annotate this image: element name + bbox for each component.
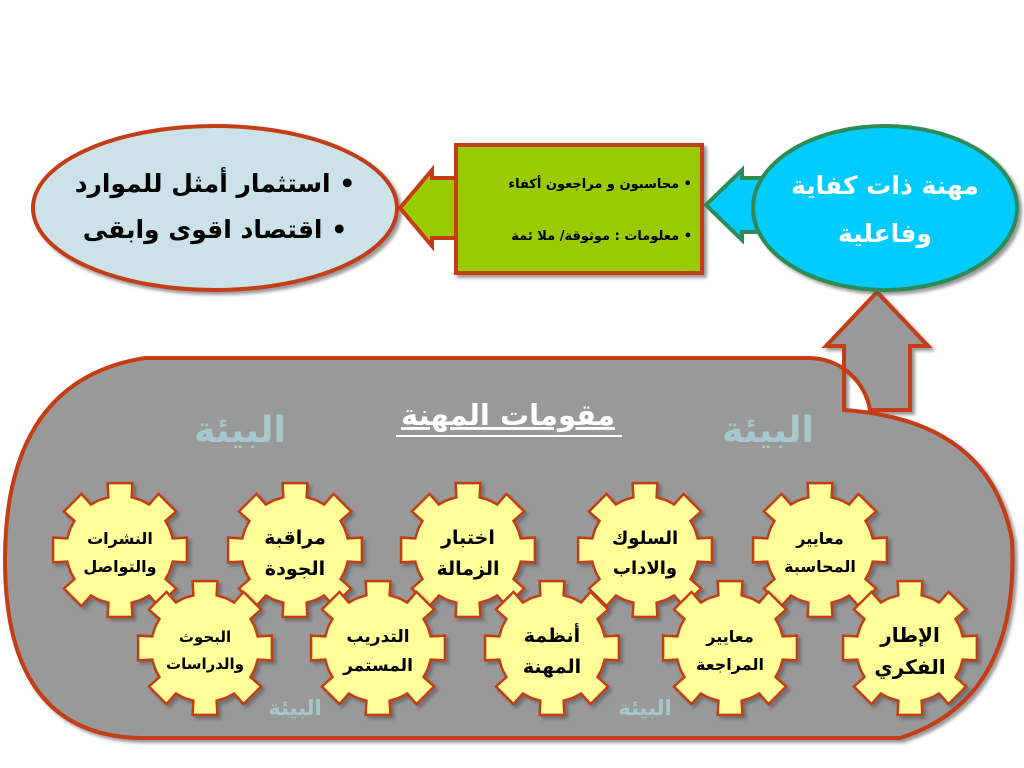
gear-label-line-2: المحاسبة: [784, 557, 856, 576]
profession-line-1: مهنة ذات كفاية: [791, 171, 979, 201]
benefits-ellipse: [31, 124, 399, 292]
gear-research-studies: البحوث والدراسات: [136, 579, 274, 717]
profession-line-2: وفاعلية: [838, 219, 932, 249]
gear-label-line-2: والتواصل: [83, 557, 156, 576]
gear-label-line-2: والدراسات: [166, 655, 244, 673]
gear-label-line-2: المستمر: [342, 656, 413, 676]
gear-label-line-1: البحوث: [179, 628, 231, 646]
gear-profession-regulations: أنظمة المهنة: [483, 579, 621, 717]
gear-quality-control: مراقبة الجودة: [226, 481, 364, 619]
benefits-line-2: • اقتصاد اقوى وابقى: [83, 215, 347, 245]
outcomes-line-2: • معلومات : موثوقة/ ملا ئمة: [511, 229, 692, 244]
gear-label-line-2: المهنة: [523, 656, 581, 678]
gear-auditing-standards: معايير المراجعة: [661, 579, 799, 717]
benefits-line-1: • استثمار أمثل للموارد: [75, 167, 356, 199]
gear-label-line-1: التدريب: [346, 627, 409, 647]
environment-label-bottom-right: البيئة: [618, 696, 672, 720]
gear-center: [864, 602, 956, 694]
profession-ellipse: [751, 124, 1019, 292]
outcomes-box: [454, 143, 704, 275]
gear-label-line-2: الجودة: [265, 558, 325, 580]
gear-fellowship-exam: اختبار الزمالة: [399, 481, 537, 619]
gear-center: [684, 602, 776, 694]
gear-center: [599, 504, 691, 596]
gear-center: [774, 504, 866, 596]
gear-label-line-2: الزمالة: [436, 558, 499, 580]
arrow-box-to-benefits: [397, 164, 460, 252]
gear-conceptual-framework: الإطار الفكري: [841, 579, 979, 717]
pillars-title: مقومات المهنة: [401, 398, 615, 432]
gear-label-line-1: معايير: [705, 627, 753, 646]
gear-continuous-training: التدريب المستمر: [309, 579, 447, 717]
gear-label-line-1: السلوك: [612, 528, 678, 549]
gear-center: [74, 504, 166, 596]
gear-label-line-2: والاداب: [613, 558, 677, 579]
gear-label-line-2: الفكري: [874, 655, 945, 680]
environment-label-top-right: البيئة: [722, 410, 814, 451]
environment-label-bottom-left: البيئة: [268, 696, 322, 720]
gear-label-line-1: أنظمة: [524, 623, 580, 647]
gear-center: [506, 602, 598, 694]
gear-label-line-1: اختبار: [440, 527, 495, 549]
gear-label-line-1: الإطار: [879, 623, 940, 647]
gear-center: [249, 504, 341, 596]
environment-label-top-left: البيئة: [194, 410, 286, 451]
outcomes-line-1: • محاسبون و مراجعون أكفاء: [508, 175, 692, 192]
gear-center: [332, 602, 424, 694]
gear-center: [422, 504, 514, 596]
gear-label-line-2: المراجعة: [696, 655, 764, 674]
gear-label-line-1: النشرات: [87, 529, 153, 548]
gear-label-line-1: مراقبة: [264, 527, 326, 549]
gear-accounting-standards: معايير المحاسبة: [751, 481, 889, 619]
gear-conduct-ethics: السلوك والاداب: [576, 481, 714, 619]
gears-group: النشرات والتواصل مراقبة الجودة اختبار الزمالة…: [51, 481, 979, 717]
gear-label-line-1: معايير: [795, 529, 843, 548]
gear-center: [159, 602, 251, 694]
gear-publications: النشرات والتواصل: [51, 481, 189, 619]
